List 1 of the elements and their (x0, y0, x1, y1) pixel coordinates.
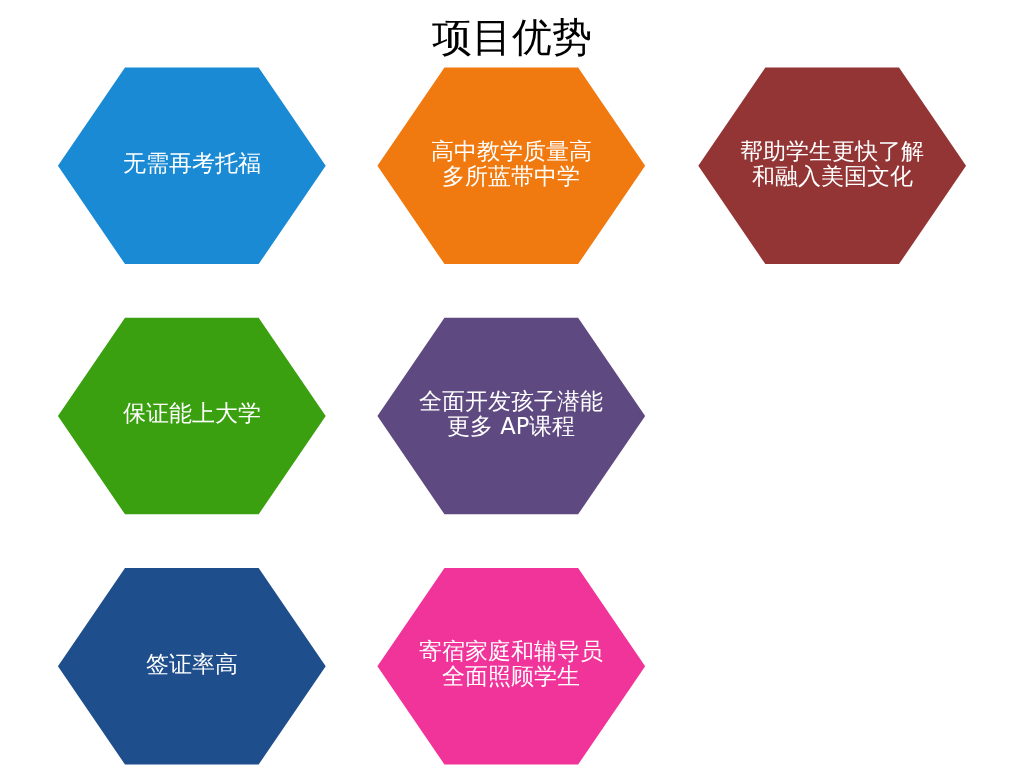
diagram-title: 项目优势 (432, 14, 592, 61)
